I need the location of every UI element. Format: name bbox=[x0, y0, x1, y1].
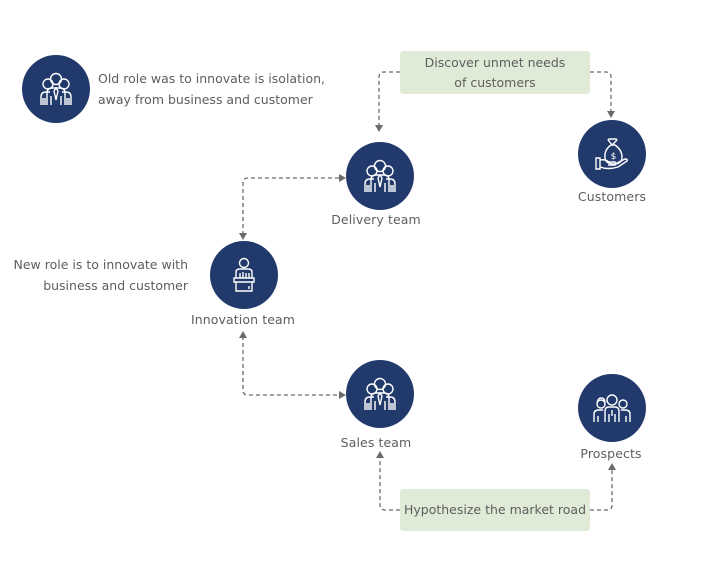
arrowhead bbox=[376, 451, 384, 458]
discover-line-1: Discover unmet needs bbox=[424, 54, 566, 70]
arrowhead bbox=[607, 111, 615, 118]
connector-innovation-delivery bbox=[242, 177, 340, 235]
sales-team-node bbox=[346, 360, 414, 428]
innovation-team-node bbox=[210, 241, 278, 309]
arrowhead bbox=[239, 331, 247, 338]
arrowhead bbox=[339, 174, 346, 182]
discover-box: Discover unmet needs of customers bbox=[400, 51, 590, 94]
old-role-line-1: Old role was to innovate is isolation, bbox=[98, 71, 325, 86]
connector-hypothesize-to-prospects bbox=[590, 469, 613, 511]
arrowhead bbox=[375, 125, 383, 132]
connector-hypothesize-to-sales bbox=[379, 457, 400, 511]
team-icon bbox=[364, 159, 396, 192]
svg-text:$: $ bbox=[611, 152, 617, 162]
old-role-note: Old role was to innovate is isolation, a… bbox=[98, 68, 325, 110]
delivery-team-node bbox=[346, 142, 414, 210]
old-role-line-2: away from business and customer bbox=[98, 92, 313, 107]
connector-discover-to-customers bbox=[590, 71, 612, 112]
prospects-label: Prospects bbox=[580, 446, 642, 461]
presenter-podium-icon bbox=[233, 257, 255, 292]
legend-team-node bbox=[22, 55, 90, 123]
arrowhead bbox=[239, 233, 247, 240]
new-role-line-2: business and customer bbox=[43, 278, 188, 293]
prospects-node bbox=[578, 374, 646, 442]
discover-line-2: of customers bbox=[454, 74, 536, 90]
arrowhead bbox=[339, 391, 346, 399]
connector-innovation-sales bbox=[242, 336, 340, 396]
delivery-team-label: Delivery team bbox=[331, 212, 421, 227]
innovation-team-label: Innovation team bbox=[190, 312, 296, 327]
sales-team-label: Sales team bbox=[340, 435, 412, 450]
hypothesize-text: Hypothesize the market road bbox=[403, 502, 587, 517]
customers-label: Customers bbox=[577, 189, 647, 204]
people-group-icon bbox=[593, 394, 631, 422]
connector-discover-to-delivery bbox=[378, 71, 400, 126]
hypothesize-box: Hypothesize the market road bbox=[400, 489, 590, 531]
new-role-line-1: New role is to innovate with bbox=[13, 257, 188, 272]
team-icon bbox=[364, 377, 396, 410]
new-role-note: New role is to innovate with business an… bbox=[14, 254, 188, 296]
arrowhead bbox=[608, 463, 616, 470]
customers-node: $ bbox=[578, 120, 646, 188]
team-icon bbox=[40, 72, 72, 105]
money-bag-hand-icon: $ bbox=[595, 138, 628, 170]
